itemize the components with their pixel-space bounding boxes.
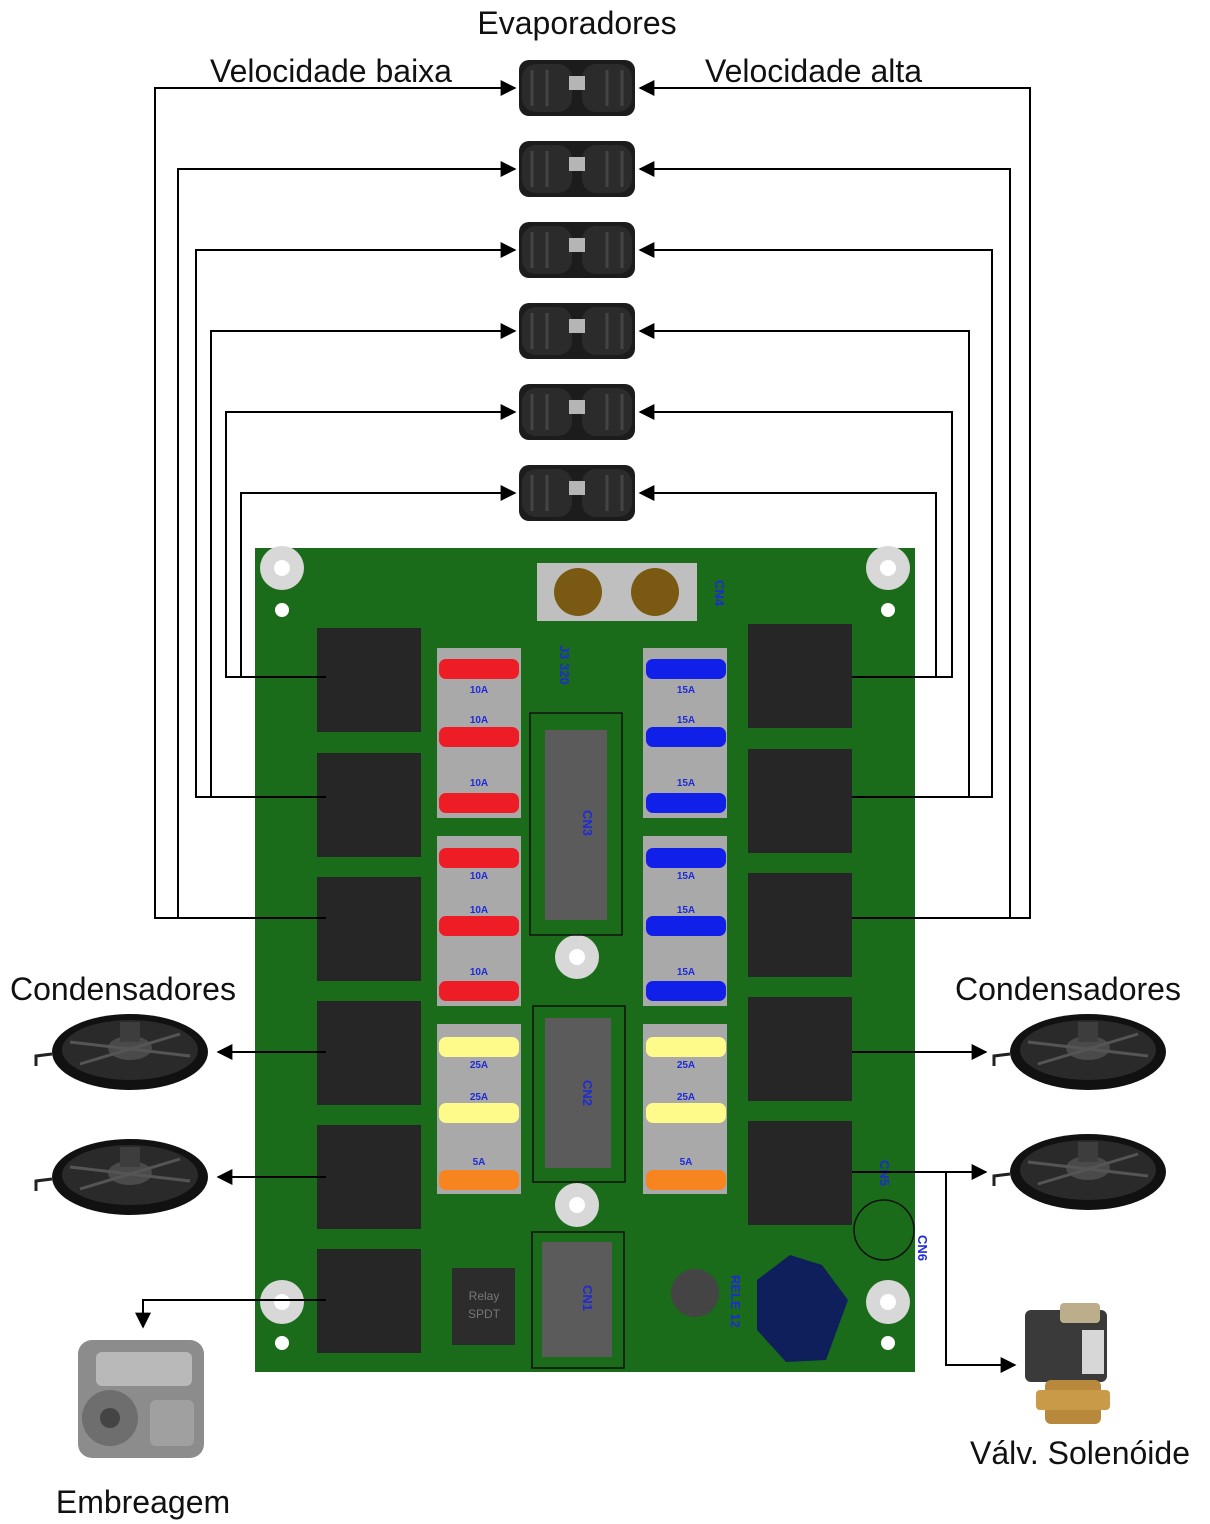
fuse-rating-label: 5A (473, 1157, 486, 1168)
cn4-label: CN4 (712, 580, 727, 607)
fuse-cap (646, 1103, 726, 1123)
fuse-cap (646, 659, 726, 679)
compressor-clutch-icon (78, 1340, 204, 1458)
fuse-cap (439, 916, 519, 936)
fuse-rating-label: 15A (677, 967, 695, 978)
fuse-rating-label: 10A (470, 905, 488, 916)
velocidade-alta-label: Velocidade alta (705, 53, 922, 89)
condensadores-left-label: Condensadores (10, 971, 236, 1007)
fuse-cap (646, 727, 726, 747)
fuse-rating-label: 15A (677, 871, 695, 882)
fuse-rating-label: 10A (470, 871, 488, 882)
solenoid-valve-icon (1025, 1303, 1110, 1424)
fuse-rating-label: 5A (680, 1157, 693, 1168)
rele-12-label: RELE 12 (728, 1275, 743, 1328)
fuse-rating-label: 10A (470, 715, 488, 726)
fuse-cap (646, 848, 726, 868)
condensadores-right-label: Condensadores (955, 971, 1181, 1007)
fuse-cap (439, 1170, 519, 1190)
fuse-rating-label: 25A (470, 1060, 488, 1071)
evaporator-blower-icon (517, 139, 637, 199)
fuse-rating-label: 15A (677, 905, 695, 916)
fuse-rating-label: 15A (677, 685, 695, 696)
evaporator-blower-icon (517, 301, 637, 361)
fuse-rating-label: 15A (677, 715, 695, 726)
cn5-label: CN5 (877, 1160, 892, 1186)
relay-chip-line1: Relay (469, 1289, 500, 1303)
velocidade-baixa-label: Velocidade baixa (210, 53, 452, 89)
evaporator-blower-icon (517, 382, 637, 442)
fuse-rating-label: 25A (470, 1092, 488, 1103)
fuse-cap (439, 727, 519, 747)
fuse-rating-label: 10A (470, 685, 488, 696)
fuse-rating-label: 25A (677, 1060, 695, 1071)
evaporator-blower-icon (517, 58, 637, 118)
fuses-right-group: 15A 15A 15A 15A 15A 15A 25A 25A 5A (646, 659, 726, 1190)
fuse-cap (646, 1170, 726, 1190)
fuse-cap (646, 916, 726, 936)
fuse-rating-label: 25A (677, 1092, 695, 1103)
fuse-rating-label: 10A (470, 778, 488, 789)
cn1-label: CN1 (580, 1285, 595, 1311)
fuse-cap (439, 793, 519, 813)
condenser-fan-icon (992, 1132, 1168, 1212)
embreagem-label: Embreagem (56, 1484, 230, 1520)
cn3-label: CN3 (580, 810, 595, 836)
cn6-label: CN6 (915, 1235, 930, 1261)
relay-chip-line2: SPDT (468, 1307, 501, 1321)
fuse-cap (439, 1037, 519, 1057)
evaporadores-label: Evaporadores (477, 5, 676, 41)
condenser-fan-icon (34, 1012, 210, 1092)
fuse-cap (439, 1103, 519, 1123)
fuse-cap (646, 981, 726, 1001)
fuse-cap (439, 659, 519, 679)
wires-high-speed (638, 80, 1031, 919)
condenser-fan-icon (992, 1012, 1168, 1092)
valvula-solenoide-label: Válv. Solenóide (970, 1435, 1190, 1471)
fuse-cap (646, 793, 726, 813)
fuse-cap (646, 1037, 726, 1057)
fuse-rating-label: 15A (677, 778, 695, 789)
fuse-rating-label: 10A (470, 967, 488, 978)
pcb-board (255, 546, 915, 1372)
fuse-cap (439, 848, 519, 868)
evaporator-blower-icon (517, 463, 637, 523)
condenser-fan-icon (34, 1137, 210, 1217)
wires-condensers (135, 1044, 1017, 1373)
fuses-left-group: 10A 10A 10A 10A 10A 10A 25A 25A 5A (439, 659, 519, 1190)
evaporator-blower-icon (517, 220, 637, 280)
j3-label: J3 320 (557, 645, 572, 685)
fuse-cap (439, 981, 519, 1001)
wires-low-speed (154, 80, 517, 919)
cn2-label: CN2 (580, 1080, 595, 1106)
